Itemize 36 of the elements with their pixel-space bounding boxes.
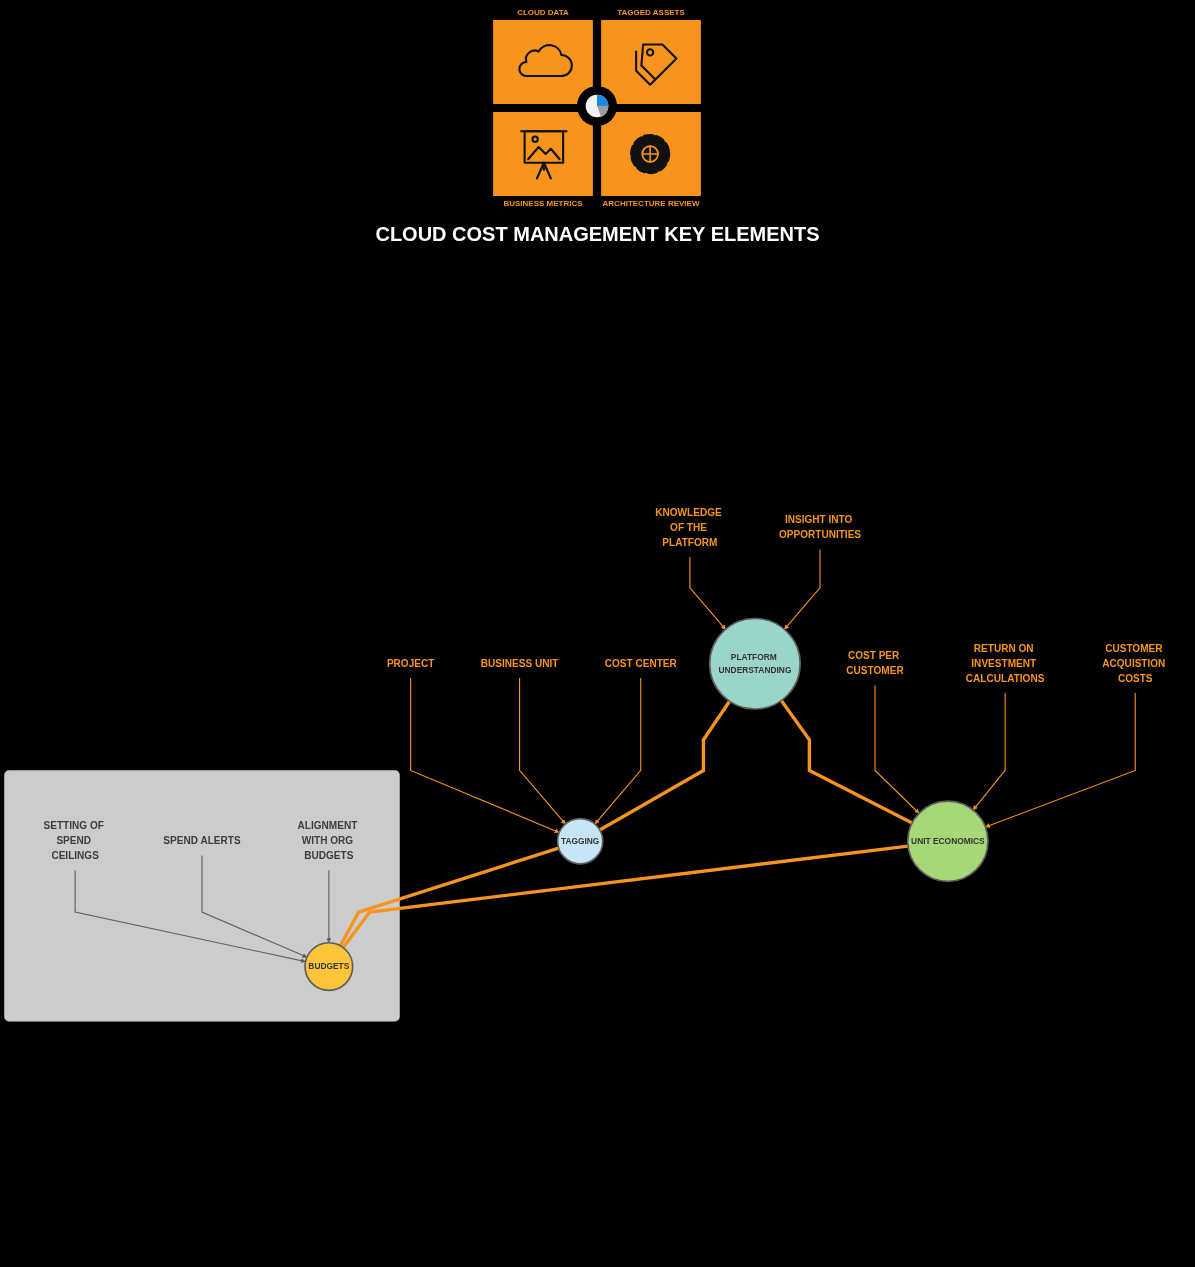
node-circle: PLATFORM UNDERSTANDING [708, 617, 801, 710]
node-text: ALIGNMENT WITH ORG BUDGETS [297, 820, 358, 862]
connector [779, 699, 913, 825]
arrow [594, 677, 642, 825]
diagram-title: CLOUD COST MANAGEMENT KEY ELEMENTS [375, 222, 820, 246]
connector [341, 844, 909, 949]
cluster [4, 770, 400, 1022]
connector [338, 846, 560, 947]
arrow [201, 855, 308, 958]
node-text: COST PER CUSTOMER [846, 650, 904, 677]
node-text: BUSINESS UNIT [480, 658, 559, 670]
node-text: SETTING OF SPEND CEILINGS [43, 820, 104, 862]
arrow [985, 692, 1136, 828]
arrow [689, 556, 726, 630]
arrow [410, 677, 560, 834]
node-text: SPEND ALERTS [163, 835, 241, 847]
arrow [972, 692, 1006, 811]
arrow [326, 870, 332, 944]
node-text: RETURN ON INVESTMENT CALCULATIONS [965, 643, 1045, 685]
connector [598, 700, 731, 832]
tile-label: CLOUD DATA [517, 8, 569, 18]
arrow [784, 549, 821, 630]
tile-label: TAGGED ASSETS [617, 8, 685, 18]
arrow [874, 685, 920, 814]
tile-label: BUSINESS METRICS [503, 199, 583, 209]
node-circle: TAGGING [556, 818, 604, 865]
node-circle: UNIT ECONOMICS [906, 800, 989, 883]
node-text: COST CENTER [604, 658, 677, 670]
arrow [74, 870, 306, 964]
node-text: KNOWLEDGE OF THE PLATFORM [655, 507, 722, 549]
tile-label: ARCHITECTURE REVIEW [602, 199, 700, 209]
node-text: CUSTOMER ACQUISTION COSTS [1102, 643, 1166, 685]
node-circle: BUDGETS [304, 942, 354, 992]
arrow [519, 677, 566, 825]
node-text: PROJECT [386, 658, 435, 670]
node-text: INSIGHT INTO OPPORTUNITIES [778, 514, 862, 541]
